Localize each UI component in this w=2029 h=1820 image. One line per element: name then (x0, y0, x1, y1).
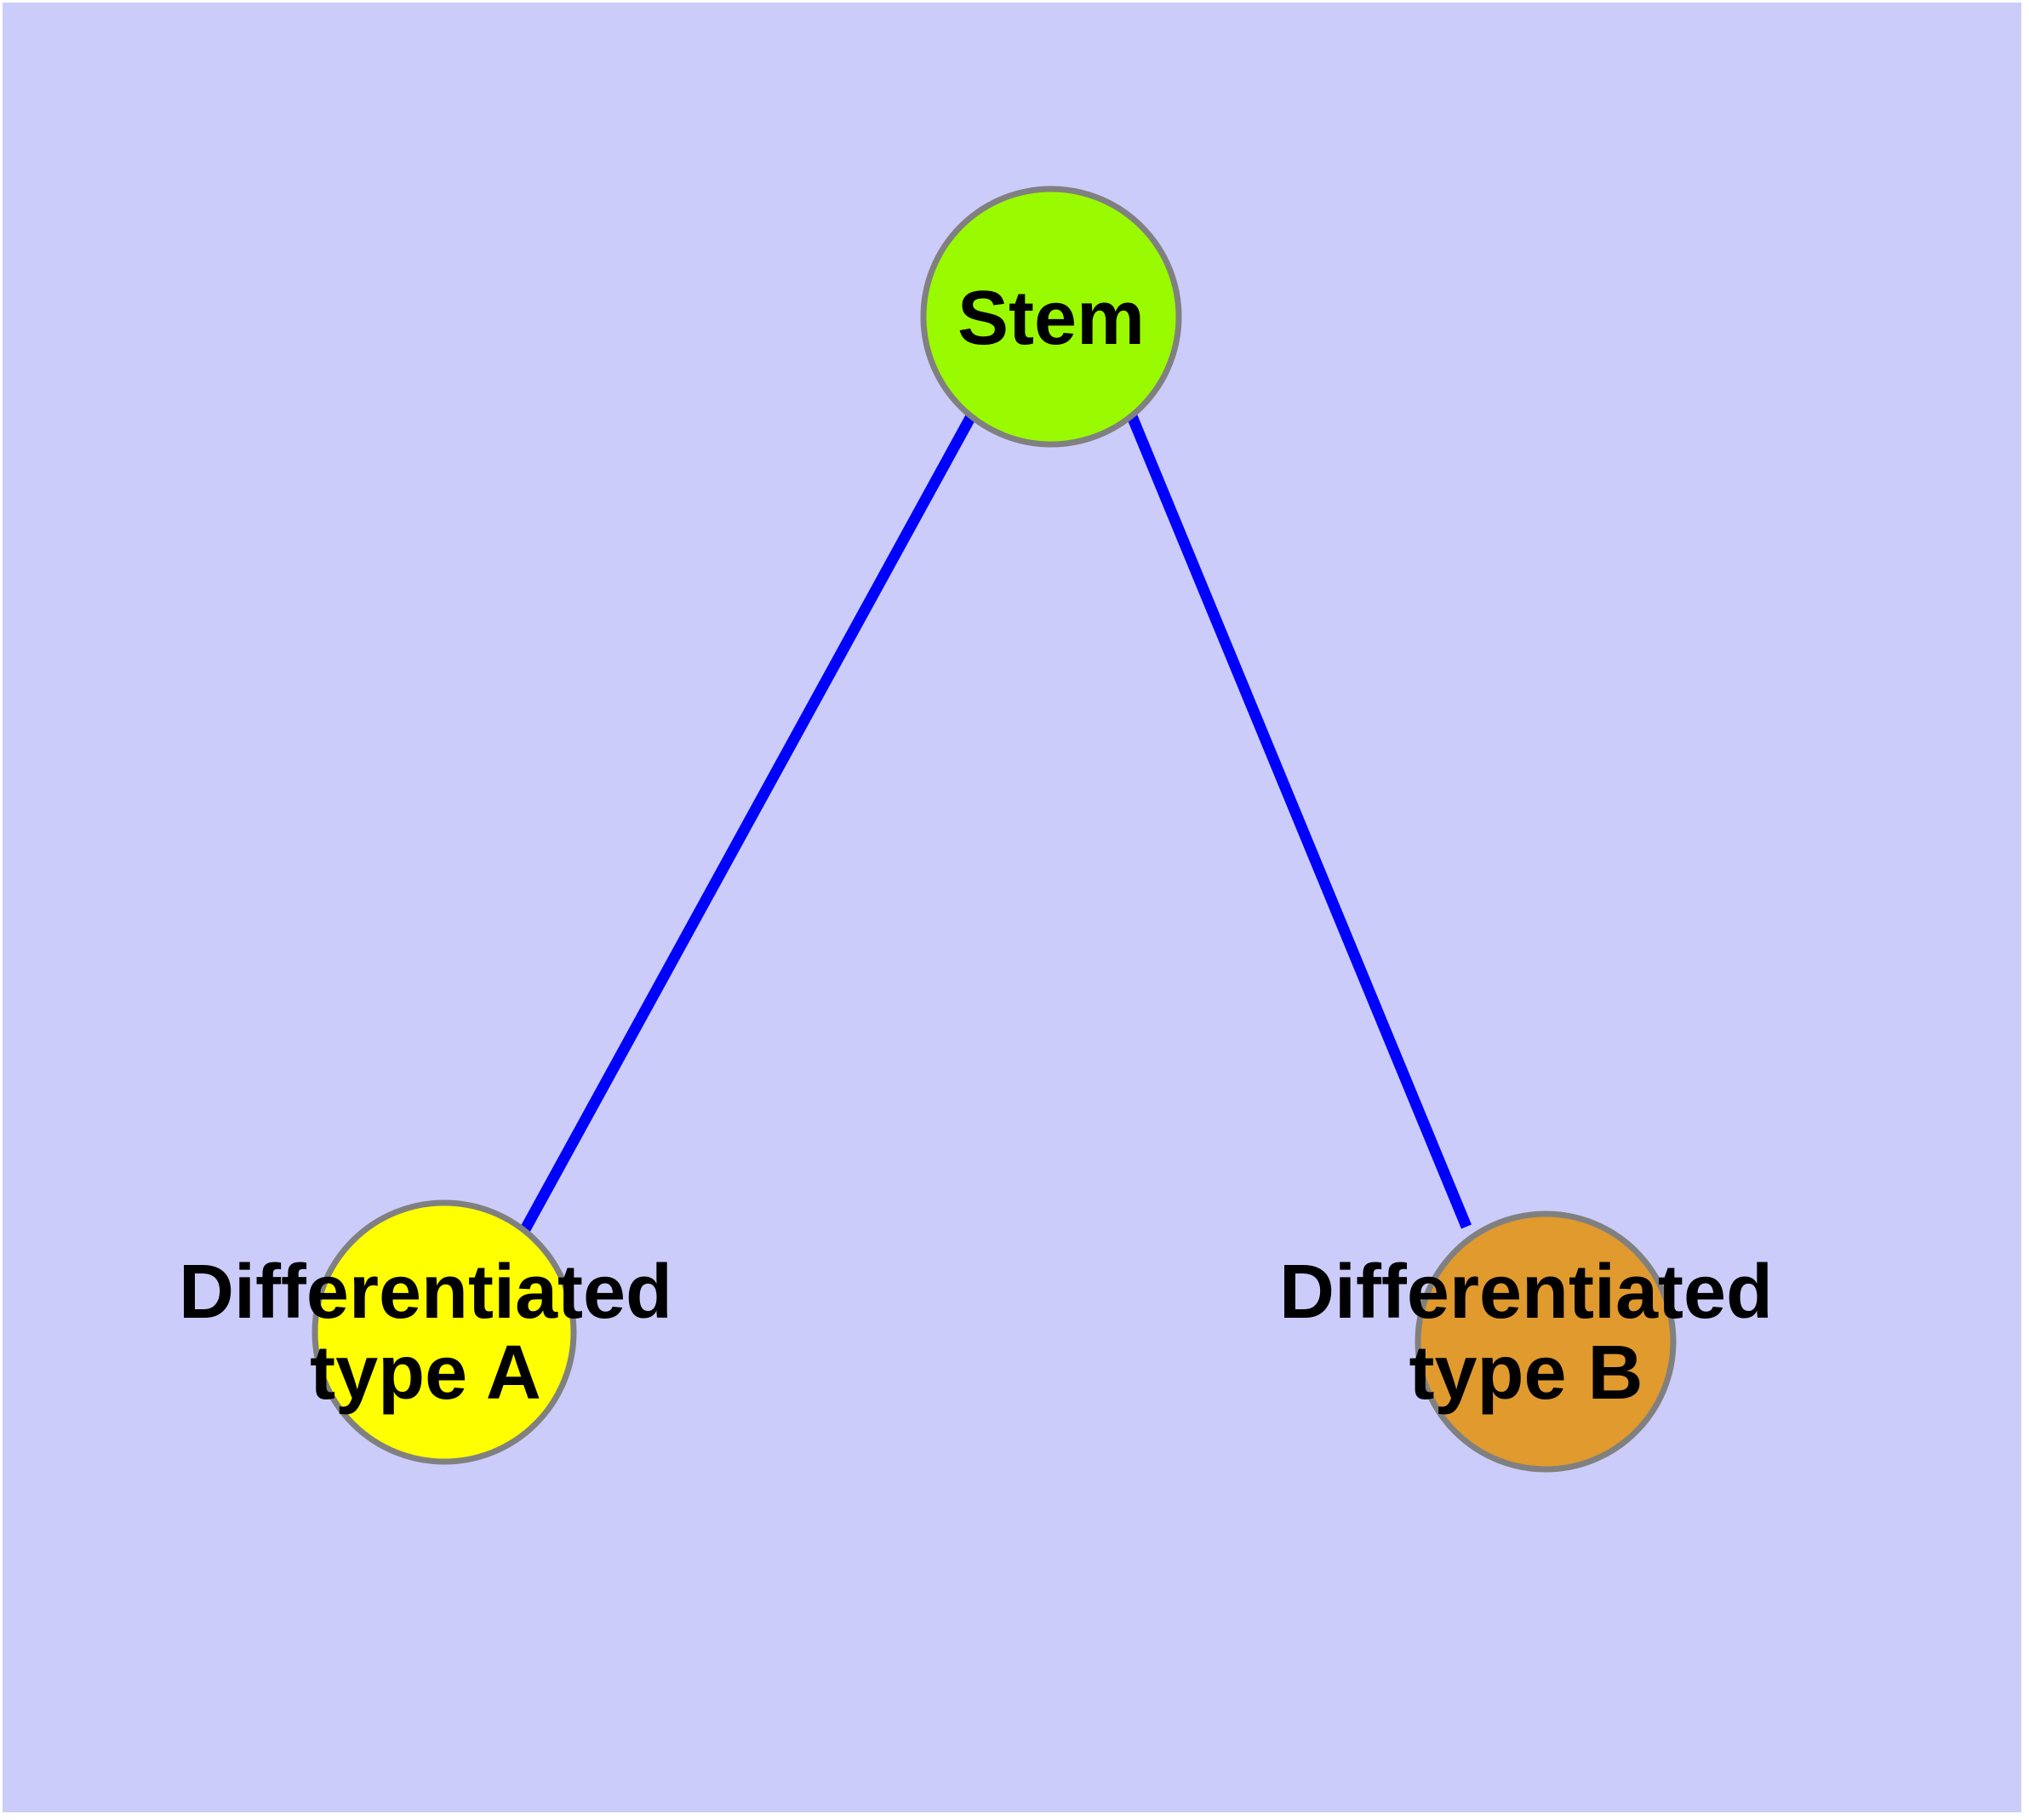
node-stem-circle[interactable] (920, 186, 1182, 448)
graph-edges (519, 413, 1472, 1234)
edge-stem-to-differentiated-type-a[interactable] (519, 413, 976, 1234)
node-differentiated-type-b-circle[interactable] (1415, 1210, 1677, 1473)
node-differentiated-type-a-circle[interactable] (311, 1199, 577, 1465)
graph-nodes (311, 186, 1677, 1473)
node-stem-label: Stem (957, 276, 1145, 361)
edge-stem-to-differentiated-type-b[interactable] (1126, 414, 1472, 1229)
